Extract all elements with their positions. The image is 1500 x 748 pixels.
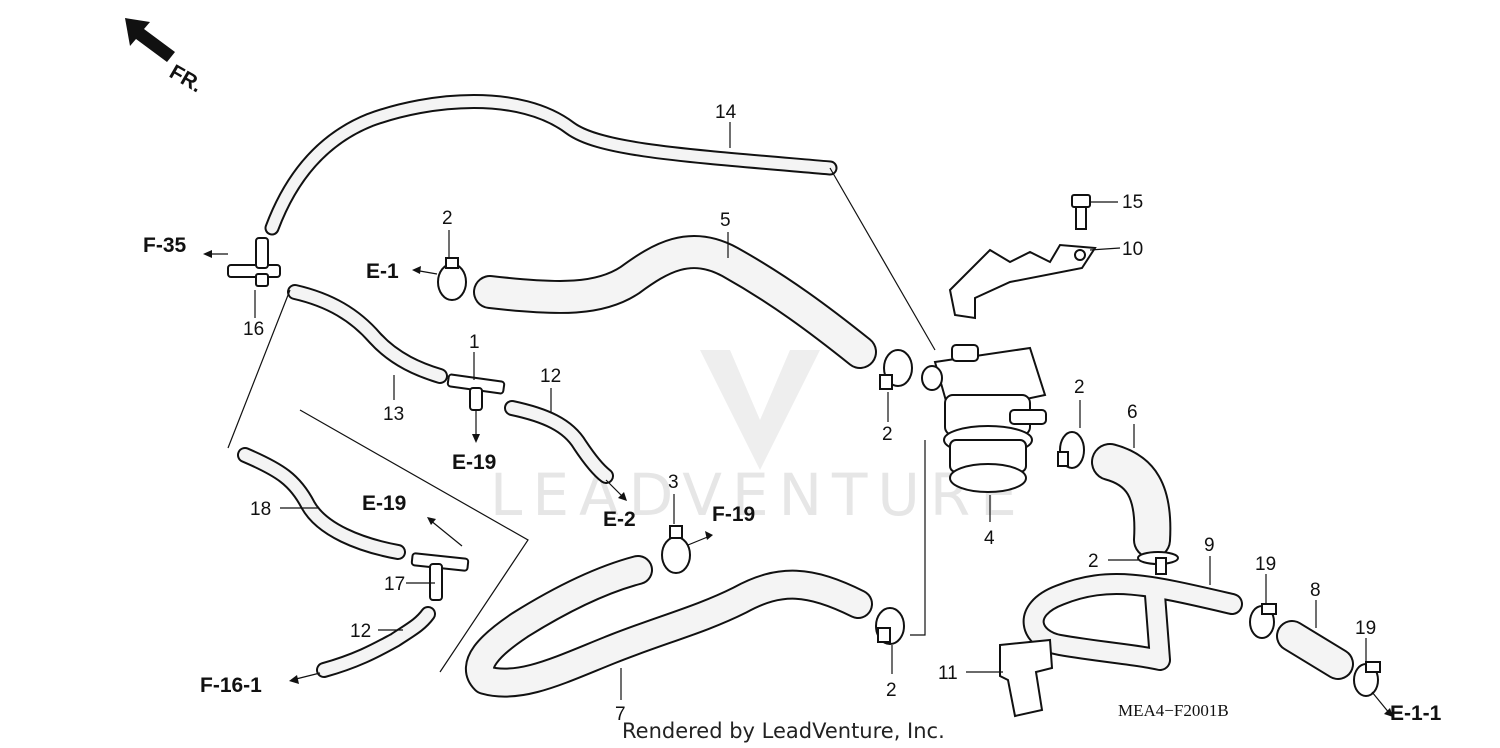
- part-label-6: 6: [1127, 402, 1138, 423]
- part-label-14: 14: [715, 102, 737, 123]
- hose-14: [264, 94, 838, 236]
- credit-text: Rendered by LeadVenture, Inc.: [622, 719, 945, 743]
- bracket-10: [948, 243, 1097, 320]
- clip-11: [999, 638, 1054, 718]
- front-arrow-icon: [125, 18, 175, 62]
- part-label-15: 15: [1122, 192, 1143, 213]
- watermark-logo-icon: [700, 350, 820, 470]
- part-label-16: 16: [243, 319, 264, 340]
- tee-fitting-17: [410, 552, 470, 601]
- part-label-1: 1: [469, 332, 480, 353]
- pipe-9: [1022, 573, 1243, 671]
- hose-12-upper: [504, 400, 614, 484]
- boundary-lines: [227, 167, 936, 673]
- part-label-7: 7: [615, 704, 626, 725]
- part-label-12-lower: 12: [350, 621, 371, 642]
- ref-label-f-35: F-35: [143, 234, 187, 257]
- ref-label-e-19-upper: E-19: [452, 451, 496, 474]
- hose-8: [1276, 620, 1354, 680]
- ref-label-e-1: E-1: [366, 260, 399, 283]
- ref-label-e-19-lower: E-19: [362, 492, 406, 515]
- air-pump-4: [921, 344, 1047, 493]
- part-label-3: 3: [668, 472, 679, 493]
- part-label-17: 17: [384, 574, 405, 595]
- clamp-2-left: [437, 257, 467, 301]
- part-label-12-upper: 12: [540, 366, 561, 387]
- clamp-2-right: [1057, 431, 1085, 469]
- part-label-18: 18: [250, 499, 271, 520]
- part-label-2-lower-right: 2: [1088, 551, 1099, 572]
- tee-fitting-16: [227, 237, 281, 287]
- part-label-8: 8: [1310, 580, 1321, 601]
- clamp-3: [661, 525, 691, 574]
- part-label-9: 9: [1204, 535, 1215, 556]
- part-label-19-left: 19: [1255, 554, 1276, 575]
- part-label-2-pump: 2: [882, 424, 893, 445]
- clamp-19-left: [1249, 603, 1277, 639]
- ref-label-e-2: E-2: [603, 508, 636, 531]
- reference-arrows: [203, 250, 1393, 717]
- ref-label-f-16-1: F-16-1: [200, 674, 262, 697]
- part-label-2-right: 2: [1074, 377, 1085, 398]
- front-label: FR.: [166, 60, 207, 97]
- reference-labels: F-35 E-1 E-19 E-2 F-19 E-19 F-16-1 E-1-1: [143, 234, 1442, 725]
- part-label-19-right: 19: [1355, 618, 1376, 639]
- part-label-10: 10: [1122, 239, 1143, 260]
- clamp-2-lower-right: [1137, 551, 1179, 575]
- tee-fitting-1: [446, 373, 506, 411]
- part-label-13: 13: [383, 404, 404, 425]
- watermark: LEADVENTURE: [490, 350, 1027, 529]
- hose-12-lower: [316, 606, 436, 678]
- bolt-15: [1071, 194, 1091, 230]
- clamp-2-lower: [875, 607, 905, 645]
- part-label-11: 11: [938, 663, 958, 684]
- part-label-2: 2: [442, 208, 453, 229]
- clamp-19-right: [1353, 661, 1381, 697]
- front-direction-indicator: FR.: [125, 18, 206, 97]
- ref-label-f-19: F-19: [712, 503, 755, 526]
- part-label-2-lower: 2: [886, 680, 897, 701]
- hose-13: [287, 284, 448, 384]
- drawing-code: MEA4−F2001B: [1118, 701, 1229, 720]
- hose-5: [473, 235, 877, 369]
- clamp-2-pump-inlet: [879, 349, 913, 390]
- part-label-5: 5: [720, 210, 731, 231]
- part-number-labels: 14 2 5 15 10 16 1 13 12 2 2 6 4 3 18 9 2…: [243, 102, 1376, 725]
- leader-lines: [254, 122, 1367, 700]
- hose-7: [465, 555, 873, 698]
- ref-label-e-1-1: E-1-1: [1390, 702, 1442, 725]
- hose-6: [1091, 443, 1172, 559]
- watermark-text: LEADVENTURE: [490, 461, 1027, 529]
- part-label-4: 4: [984, 528, 995, 549]
- hose-18: [237, 447, 406, 560]
